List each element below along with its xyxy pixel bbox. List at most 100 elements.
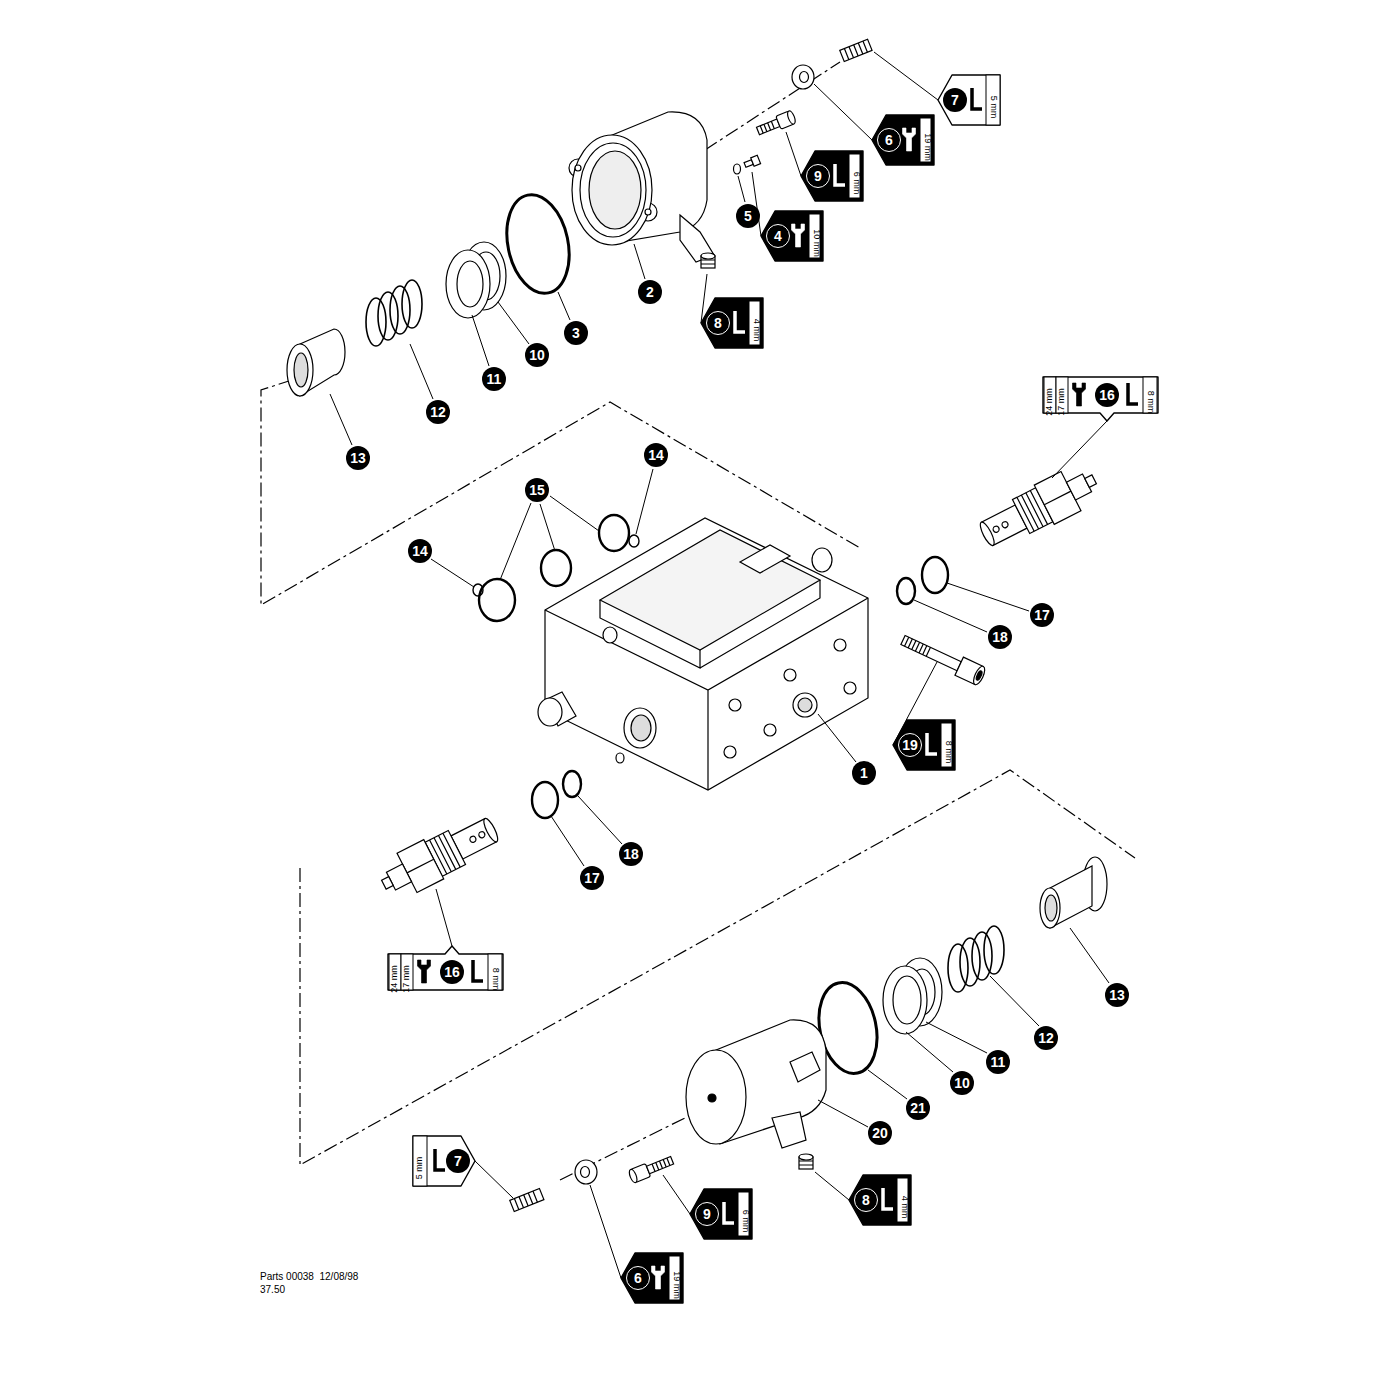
bolt (971, 665, 987, 687)
sleeve (1040, 888, 1060, 928)
set-screw (510, 1188, 544, 1211)
tool-size-tag: 410 mm (761, 211, 823, 261)
washer (883, 966, 927, 1034)
o-ring (498, 189, 577, 299)
tool-size-tag: 96 mm (801, 151, 863, 201)
callout-number: 8 (706, 311, 730, 335)
valve-body (538, 698, 562, 726)
leader-line (663, 1175, 690, 1214)
bolt (899, 631, 987, 686)
tool-size: 19 mm (671, 1271, 681, 1299)
washer (883, 966, 927, 1034)
callout-number: 16 (440, 960, 464, 984)
wrench-icon (652, 1266, 665, 1289)
hex-key-icon (883, 1188, 893, 1209)
hex-key-icon (1128, 383, 1138, 404)
callout-number: 3 (564, 321, 588, 345)
callout-number-text: 13 (1109, 988, 1125, 1002)
set-screw (510, 1188, 544, 1211)
relief-cartridge (407, 859, 434, 873)
tool-size-tag: 7 5 mm (938, 75, 1000, 125)
callout-number-text: 17 (1034, 608, 1050, 622)
callout-number: 6 (626, 1266, 650, 1290)
relief-cartridge (1044, 491, 1071, 505)
plug (799, 1154, 813, 1160)
o-ring (532, 782, 558, 818)
sleeve (294, 353, 308, 387)
tool-size: 17 mm (1057, 388, 1067, 416)
callout-number: 14 (644, 443, 668, 467)
callout-number-text: 14 (412, 544, 428, 558)
hex-key-icon (435, 1149, 445, 1170)
tool-size-tag: 8 4 mm (701, 298, 763, 348)
o-ring (629, 535, 639, 547)
valve-body (603, 627, 617, 643)
assembly-line (705, 62, 840, 150)
size-strip (941, 723, 952, 767)
small-washer (734, 164, 741, 174)
size-strip (1143, 377, 1157, 413)
valve-body (724, 746, 736, 758)
bolt (975, 670, 983, 681)
nut (792, 65, 814, 89)
tool-size: 24 mm (1045, 388, 1055, 416)
leader-line (634, 244, 645, 279)
tool-size: 6 mm (851, 172, 861, 195)
leader-line (1070, 928, 1109, 983)
callout-number-text: 16 (1099, 388, 1115, 402)
relief-cartridge (974, 460, 1104, 555)
bolt (905, 637, 931, 656)
nut (581, 1167, 590, 1178)
tag-outline (938, 75, 1000, 125)
callout-number: 9 (695, 1202, 719, 1226)
callout-number: 12 (426, 400, 450, 424)
hex-key-icon (735, 311, 745, 332)
callout-number: 16 (1095, 383, 1119, 407)
tool-size-tag: 619 mm (872, 115, 934, 165)
o-ring (498, 189, 577, 299)
callout-number-text: 7 (951, 93, 959, 107)
plug (701, 253, 715, 259)
tool-size: 4 mm (751, 319, 761, 342)
callout-number: 18 (619, 842, 643, 866)
tool-size-tag: 198 mm (893, 720, 955, 770)
callout-number: 15 (525, 478, 549, 502)
tag-outline (690, 1189, 752, 1239)
valve-body (600, 530, 820, 650)
wrench-icon (792, 224, 805, 247)
o-ring (922, 557, 948, 593)
callout-number-text: 16 (444, 965, 460, 979)
relief-cartridge (1001, 521, 1009, 529)
leader-line (475, 1161, 513, 1198)
leader-line (330, 394, 352, 445)
assembly-line (261, 62, 1135, 1180)
exploded-view (261, 39, 1135, 1278)
tool-size-tag: 75 mm (413, 1136, 475, 1186)
callout-number: 19 (898, 733, 922, 757)
o-ring (473, 584, 483, 596)
valve-body (793, 693, 817, 717)
tool-size: 6 mm (740, 1210, 750, 1233)
callout-number-text: 6 (634, 1271, 642, 1285)
tool-size: 19 mm (922, 133, 932, 161)
valve-body (812, 548, 832, 572)
housing (772, 1112, 806, 1148)
relief-cartridge (478, 831, 486, 839)
leader-line (926, 1022, 987, 1053)
hex-key-icon (835, 164, 845, 185)
relief-cartridge (978, 520, 997, 547)
plug (799, 1154, 813, 1169)
nut (792, 65, 814, 89)
leader-line (815, 1172, 849, 1200)
callout-number-text: 4 (774, 229, 782, 243)
relief-cartridge (469, 835, 477, 843)
valve-body (600, 580, 820, 668)
housing (569, 112, 714, 262)
tool-size: 5 mm (988, 96, 998, 119)
callout-number: 7 (446, 1149, 470, 1173)
callout-number: 17 (580, 866, 604, 890)
plug (701, 253, 715, 268)
valve-body (545, 518, 868, 790)
leader-line (947, 583, 1029, 611)
valve-body (616, 753, 624, 763)
